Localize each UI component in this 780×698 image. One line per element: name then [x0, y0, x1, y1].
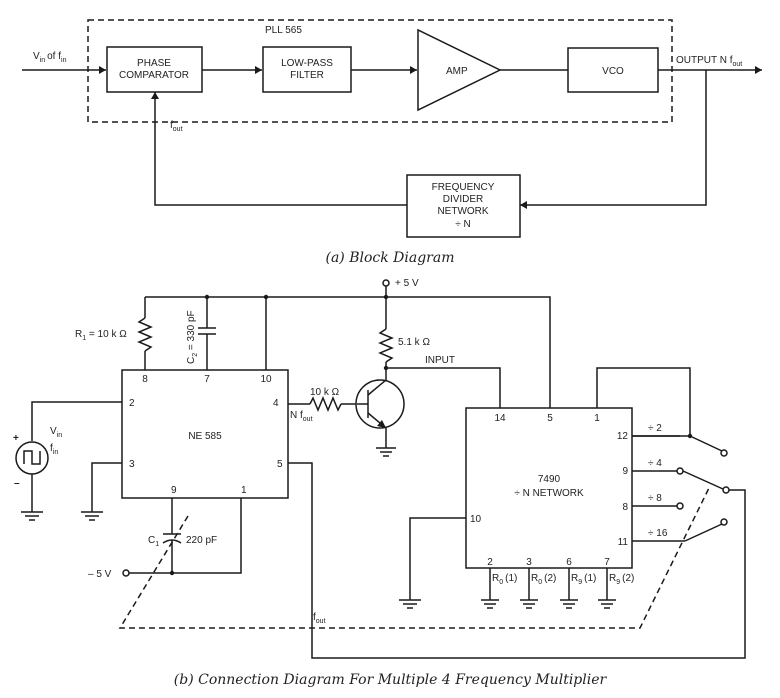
switch-div8: ÷ 8: [648, 493, 662, 504]
ic-pin-3: 3: [526, 557, 532, 568]
fin-label: fin: [50, 443, 58, 456]
r1-label: R1 = 10 k Ω: [75, 329, 127, 342]
vin-minus: –: [14, 478, 20, 489]
frequency-divider-block: [406, 174, 521, 238]
ne-pin-3: 3: [129, 459, 135, 470]
ic-pin-14: 14: [494, 413, 506, 424]
vin-plus: +: [13, 433, 19, 444]
divider-label-2: DIVIDER: [443, 194, 484, 205]
ne-pin-5: 5: [277, 459, 283, 470]
r-collector-resistor: [378, 328, 394, 363]
switch-div2: ÷ 2: [648, 423, 662, 434]
ic-pin-12: 12: [617, 431, 629, 442]
phase-comparator-label-2: COMPARATOR: [119, 70, 189, 81]
ne-pin-2: 2: [129, 398, 135, 409]
reset-label-r01: R0(1): [492, 573, 517, 586]
reset-label-r91: R9(1): [571, 573, 596, 586]
minus5v-label: – 5 V: [88, 569, 112, 580]
ic-pin-5: 5: [547, 413, 553, 424]
reset-label-r92: R9(2): [609, 573, 634, 586]
lpf-label-1: LOW-PASS: [281, 58, 333, 69]
amp-block: [417, 28, 502, 112]
divider-label-3: NETWORK: [437, 206, 488, 217]
vin-label: Vin: [50, 426, 62, 439]
ic-pin-6: 6: [566, 557, 572, 568]
ne585-label: NE 585: [188, 431, 222, 442]
r-base-resistor: [309, 396, 342, 412]
ic-pin-1: 1: [594, 413, 600, 424]
ne585-ic: [121, 369, 289, 499]
r-collector-label: 5.1 k Ω: [398, 337, 430, 348]
c2-label: C2 = 330 pF: [186, 310, 199, 364]
ic-pin-11: 11: [618, 537, 629, 548]
pll-boundary: [87, 19, 673, 123]
divider-label-1: FREQUENCY: [432, 182, 495, 193]
ic-7490: [465, 407, 633, 569]
ic-pin-2: 2: [487, 557, 493, 568]
ic-pin-10: 10: [470, 514, 482, 525]
connection-diagram: + 5 V R1 = 10 k Ω C2 = 330 pF NE 585 8 7…: [13, 278, 746, 688]
ne-pin-8: 8: [142, 374, 148, 385]
divn-label: ÷ N NETWORK: [514, 488, 584, 499]
ic-pin-8: 8: [622, 502, 628, 513]
ne-pin-9: 9: [171, 485, 177, 496]
r1-resistor: [137, 317, 153, 352]
amp-label: AMP: [446, 66, 468, 77]
plus5v-terminal: [382, 279, 390, 287]
vco-block: [567, 47, 659, 93]
fout-label-a: fout: [170, 120, 183, 133]
r-base-label: 10 k Ω: [310, 387, 340, 398]
ne-pin-4: 4: [273, 398, 279, 409]
c1-label: C1: [148, 535, 159, 548]
input-label: INPUT: [425, 355, 455, 366]
nfout-label: N fout: [290, 410, 313, 423]
phase-comparator-label-1: PHASE: [137, 58, 171, 69]
low-pass-filter-block: [262, 46, 352, 93]
ic-pin-9: 9: [622, 466, 628, 477]
divider-label-4: ÷ N: [455, 219, 471, 230]
square-wave-icon: [23, 450, 41, 465]
switch-div16: ÷ 16: [648, 528, 668, 539]
switch-div4: ÷ 4: [648, 458, 662, 469]
lpf-label-2: FILTER: [290, 70, 324, 81]
ne-pin-7: 7: [204, 374, 210, 385]
pll-label: PLL 565: [265, 25, 302, 36]
reset-label-r02: R0(2): [531, 573, 556, 586]
reset-pins: [481, 568, 616, 609]
ne-pin-10: 10: [260, 374, 272, 385]
c1-value: 220 pF: [186, 535, 217, 546]
output-label: OUTPUT N fout: [676, 55, 742, 68]
caption-a: (a) Block Diagram: [325, 250, 454, 266]
plus5v-label: + 5 V: [395, 278, 419, 289]
minus5v-terminal: [122, 569, 130, 577]
ne-pin-1: 1: [241, 485, 247, 496]
fout-label-b: fout: [313, 612, 326, 625]
ic7490-label: 7490: [538, 474, 561, 485]
ic-pin-7: 7: [604, 557, 610, 568]
caption-b: (b) Connection Diagram For Multiple 4 Fr…: [174, 672, 608, 688]
vco-label: VCO: [602, 66, 624, 77]
